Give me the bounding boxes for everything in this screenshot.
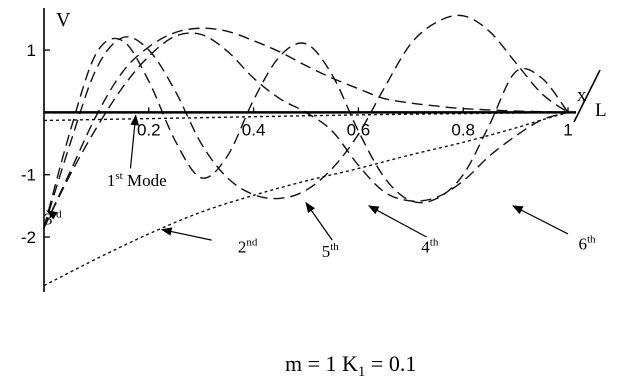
annotation-arrow-lbl5 (305, 201, 333, 241)
annotation-label-lbl4: 4th (421, 237, 439, 257)
caption-prefix: m = 1 K (285, 351, 358, 376)
x-axis-label-denominator: L (595, 100, 607, 121)
caption-subscript: 1 (358, 364, 366, 380)
annotation-number-lbl4: 4 (421, 238, 430, 257)
x-tick-label-2: 0.6 (347, 120, 371, 139)
x-tick-label-4: 1 (563, 120, 572, 139)
series-mode2 (43, 111, 569, 287)
annotation-sup-lbl2: nd (246, 237, 258, 249)
series-mode5 (43, 14, 569, 228)
annotation-arrow-lbl3 (46, 210, 58, 220)
x-tick-label-0: 0.2 (137, 120, 161, 139)
annotation-label-lbl1: 1st Mode (107, 170, 167, 190)
annotation-number-lbl2: 2 (238, 238, 247, 257)
annotation-number-lbl1: 1 (107, 171, 116, 190)
annotation-number-lbl5: 5 (322, 242, 331, 261)
annotation-number-lbl6: 6 (578, 234, 587, 253)
annotation-suffix-lbl1: Mode (123, 171, 167, 190)
x-axis-label: x L (573, 69, 607, 123)
tick-layer: 0.2 0.4 0.6 0.8 1 1 -1 -2 (21, 41, 573, 247)
annotation-arrow-lbl1 (129, 114, 140, 169)
series-mode4 (43, 32, 569, 229)
annotation-arrow-lbl6 (512, 205, 569, 235)
annotation-label-lbl2: 2nd (238, 237, 258, 257)
annotation-sup-lbl5: th (330, 241, 339, 253)
annotation-label-lbl6: 6th (578, 233, 596, 253)
x-tick-label-1: 0.4 (242, 120, 266, 139)
series-mode6 (43, 37, 569, 228)
chart-caption: m = 1 K1 = 0.1 (285, 351, 416, 380)
y-axis-label: V (56, 9, 71, 31)
annotation-sup-lbl6: th (587, 233, 596, 245)
curves-layer (43, 14, 569, 287)
annotation-label-lbl5: 5th (322, 241, 340, 261)
x-tick-label-3: 0.8 (451, 120, 475, 139)
annotation-sup-lbl4: th (430, 237, 439, 249)
y-tick-label-0: 1 (27, 41, 36, 60)
axes-layer (43, 8, 576, 292)
annotation-sup-lbl1: st (115, 170, 122, 182)
x-axis-label-slash (573, 69, 601, 123)
y-tick-label-2: -2 (21, 228, 36, 247)
annotation-arrow-lbl4 (367, 205, 427, 238)
annotation-arrow-lbl2 (160, 227, 212, 241)
y-tick-label-1: -1 (21, 166, 36, 185)
caption-suffix: = 0.1 (365, 351, 416, 376)
annotation-number-lbl3: 3 (44, 210, 53, 229)
x-axis-label-numerator: x (577, 85, 587, 106)
series-mode3 (43, 27, 569, 228)
annotation-label-lbl3: 3rd (44, 209, 62, 229)
annotation-sup-lbl3: rd (53, 209, 63, 221)
